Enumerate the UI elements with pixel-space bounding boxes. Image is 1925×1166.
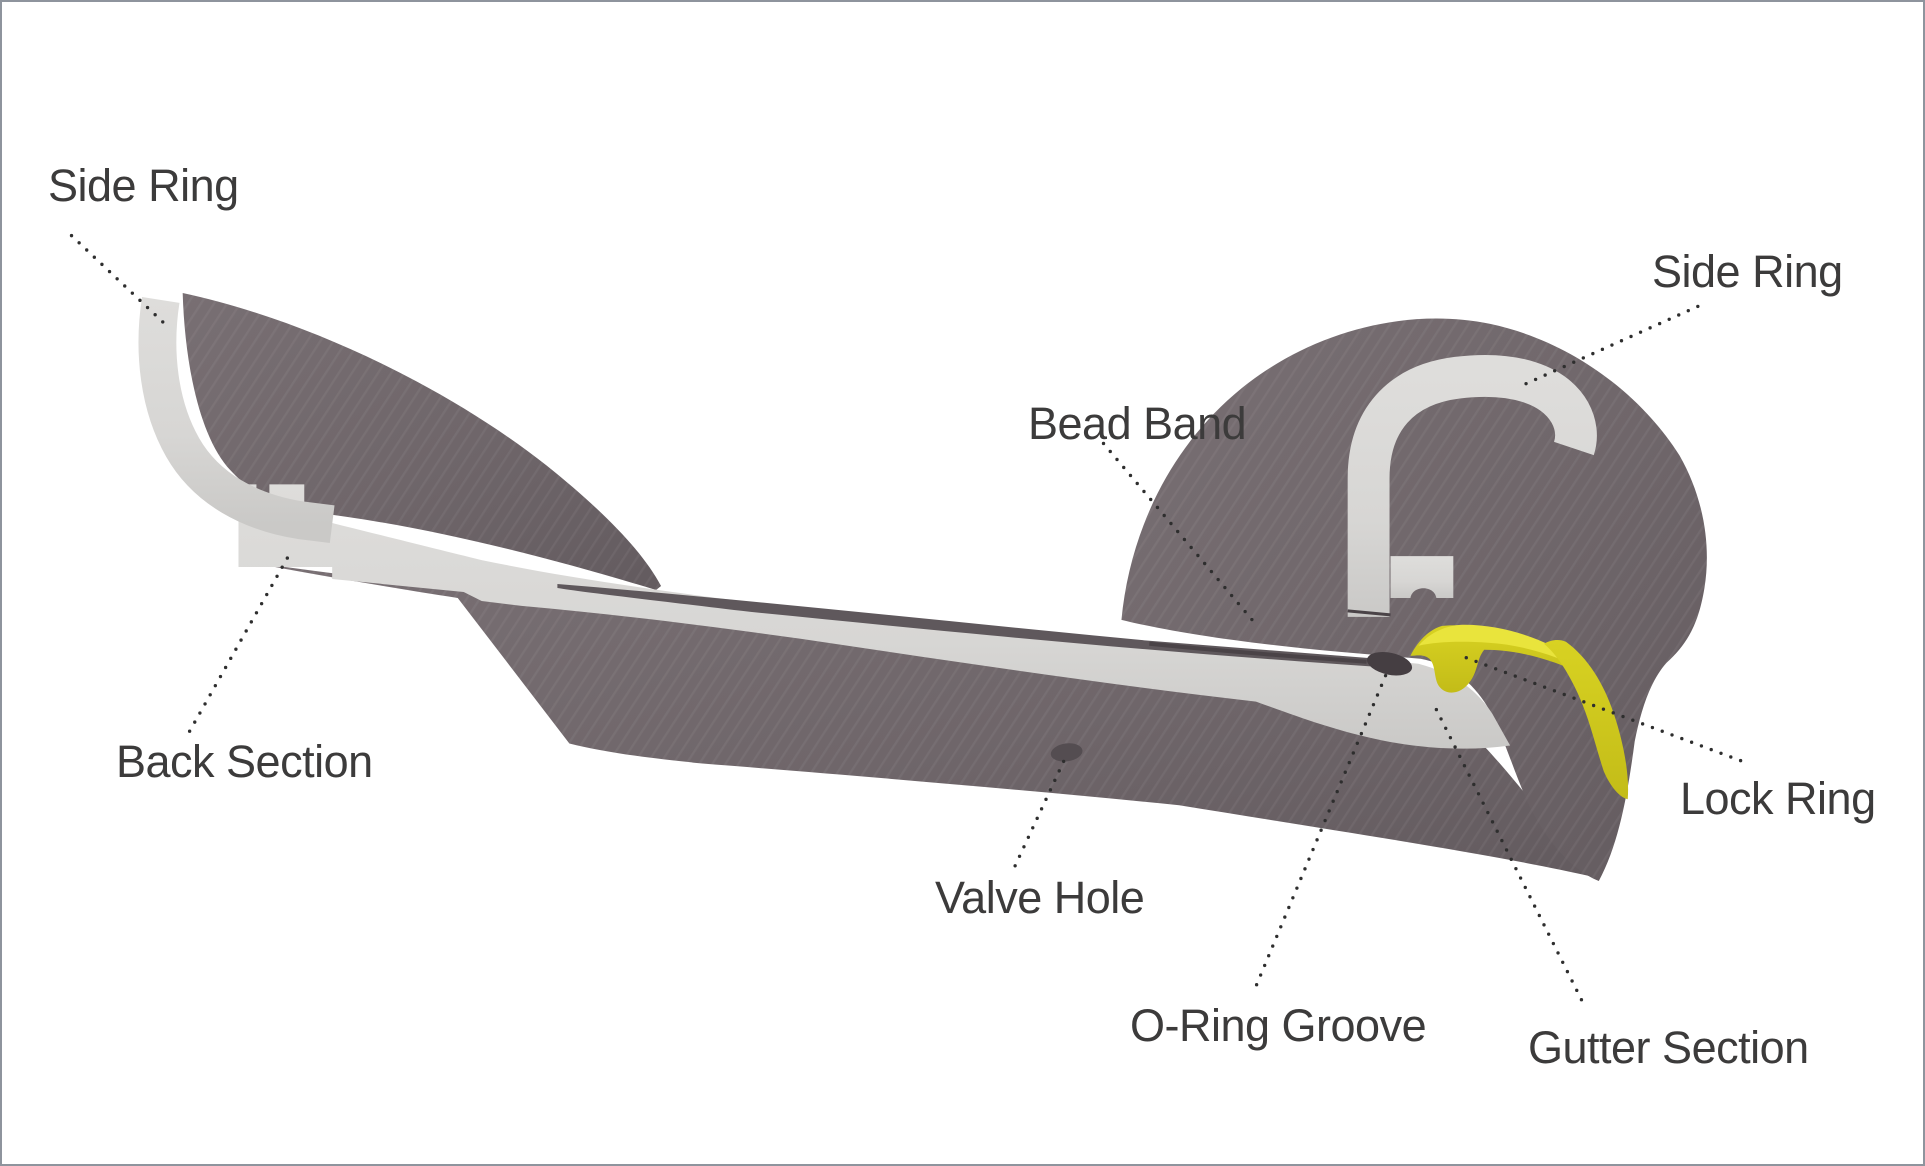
- side-ring-right-shape: [1347, 355, 1597, 617]
- leader-bead-band: [1101, 441, 1255, 623]
- seat-seam: [1347, 609, 1391, 617]
- back-section-shape: [238, 484, 1511, 749]
- leader-gutter-section: [1434, 707, 1588, 1011]
- label-gutter-section: Gutter Section: [1528, 1022, 1809, 1073]
- label-lock-ring: Lock Ring: [1680, 773, 1876, 824]
- leader-o-ring-groove: [1253, 673, 1388, 991]
- bead-band-seam: [1149, 641, 1367, 664]
- valve-hole-shape: [1050, 743, 1083, 762]
- label-valve-hole: Valve Hole: [935, 872, 1145, 923]
- lock-ring-top-face: [1418, 624, 1583, 670]
- label-bead-band: Bead Band: [1028, 398, 1247, 449]
- side-ring-right-seat: [1390, 556, 1454, 598]
- o-ring-groove-shape: [1366, 651, 1413, 676]
- lock-ring-crescent: [1543, 640, 1629, 800]
- side-ring-left-shape: [138, 297, 335, 543]
- leader-side-ring-right: [1524, 301, 1708, 386]
- lock-ring-shape: [1410, 625, 1585, 693]
- leader-back-section: [184, 556, 290, 739]
- label-o-ring-groove: O-Ring Groove: [1130, 1000, 1427, 1051]
- leader-valve-hole: [1009, 759, 1066, 877]
- label-side-ring-right: Side Ring: [1652, 246, 1843, 297]
- label-back-section: Back Section: [116, 736, 373, 787]
- leader-side-ring-left: [69, 233, 165, 324]
- label-side-ring-left: Side Ring: [48, 160, 239, 211]
